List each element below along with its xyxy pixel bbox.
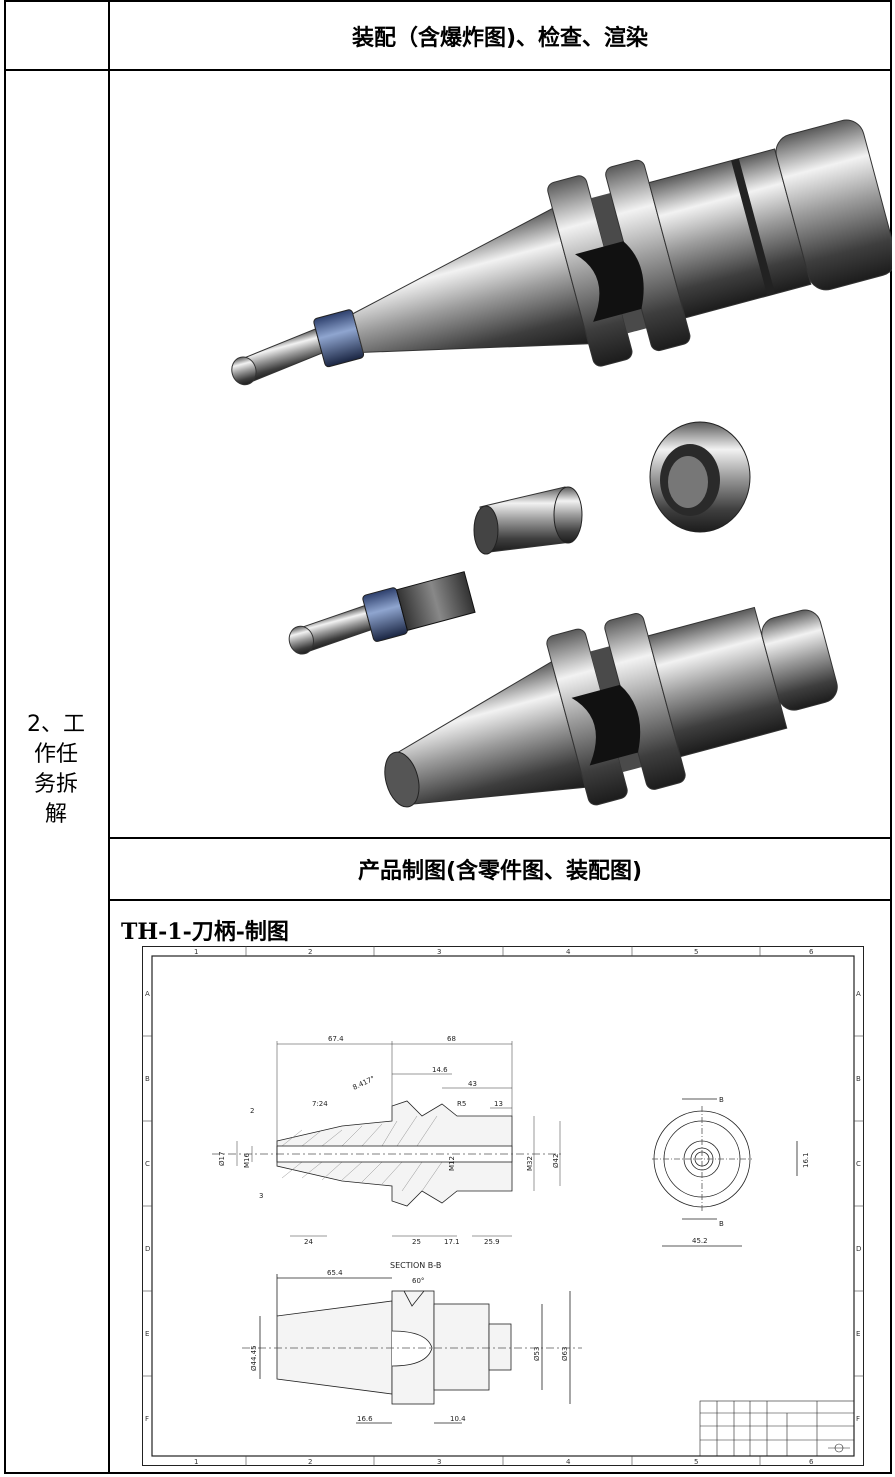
svg-text:60°: 60°	[412, 1277, 424, 1285]
row-mark: E	[145, 1330, 149, 1338]
svg-text:2: 2	[250, 1107, 254, 1115]
row-mark: B	[856, 1075, 861, 1083]
col-mark: 2	[308, 1458, 312, 1466]
col-mark: 4	[566, 1458, 571, 1466]
svg-text:R5: R5	[457, 1100, 466, 1108]
svg-text:Ø53: Ø53	[533, 1347, 541, 1361]
row-mark: F	[856, 1415, 860, 1423]
col-mark: 1	[194, 948, 198, 956]
row-label: 2、工 作任 务拆 解	[6, 710, 106, 830]
row-label-line: 作任	[33, 742, 78, 767]
column-divider	[108, 2, 110, 1472]
assembled-holder	[231, 119, 892, 386]
section-label: SECTION B-B	[390, 1261, 441, 1270]
exploded-nut	[649, 421, 751, 533]
exploded-collet	[473, 486, 583, 555]
tool-holder-render	[231, 119, 892, 808]
section-mark: B	[719, 1096, 724, 1104]
svg-text:3: 3	[259, 1192, 263, 1200]
row-divider	[108, 837, 890, 839]
svg-text:65.4: 65.4	[327, 1269, 343, 1277]
exploded-pull-stud	[288, 571, 476, 655]
row-mark: E	[856, 1330, 860, 1338]
exploded-holder-body	[384, 606, 838, 808]
svg-text:M32: M32	[526, 1156, 534, 1171]
row-label-line: 务拆	[33, 772, 78, 797]
row-mark: A	[856, 990, 861, 998]
row-label-line: 2、工	[27, 712, 85, 737]
svg-text:Ø44.45: Ø44.45	[250, 1345, 258, 1371]
row-mark: F	[145, 1415, 149, 1423]
row-mark: C	[856, 1160, 861, 1168]
section-title-assembly: 装配（含爆炸图)、检查、渲染	[351, 25, 649, 51]
title-block	[699, 1400, 855, 1457]
svg-text:25.9: 25.9	[484, 1238, 500, 1246]
svg-text:10.4: 10.4	[450, 1415, 466, 1423]
svg-text:Ø17: Ø17	[218, 1152, 226, 1166]
col-mark: 4	[566, 948, 571, 956]
svg-text:M12: M12	[448, 1156, 456, 1171]
section-mark: B	[719, 1220, 724, 1228]
col-mark: 5	[694, 948, 698, 956]
svg-text:43: 43	[468, 1080, 477, 1088]
svg-text:13: 13	[494, 1100, 503, 1108]
svg-text:Ø42: Ø42	[552, 1154, 560, 1168]
row-mark: D	[856, 1245, 861, 1253]
section-bb-view	[242, 1274, 582, 1424]
row-label-line: 解	[44, 802, 67, 827]
row-mark: A	[145, 990, 150, 998]
row-mark: C	[145, 1160, 150, 1168]
dimension-lines	[236, 1041, 561, 1237]
end-view	[652, 1098, 798, 1247]
row-mark: B	[145, 1075, 150, 1083]
row-divider	[108, 899, 890, 901]
col-mark: 6	[809, 948, 814, 956]
col-mark: 3	[437, 948, 441, 956]
col-mark: 5	[694, 1458, 698, 1466]
svg-text:16.1: 16.1	[802, 1152, 810, 1168]
main-section-view	[212, 1100, 562, 1207]
col-mark: 3	[437, 1458, 441, 1466]
svg-text:24: 24	[304, 1238, 313, 1246]
svg-text:25: 25	[412, 1238, 421, 1246]
section-title-drawing: 产品制图(含零件图、装配图)	[357, 859, 643, 884]
svg-text:16.6: 16.6	[357, 1415, 373, 1423]
col-mark: 1	[194, 1458, 198, 1466]
svg-text:68: 68	[447, 1035, 456, 1043]
col-mark: 2	[308, 948, 312, 956]
col-mark: 6	[809, 1458, 814, 1466]
drawing-heading: TH-1-刀柄-制图	[121, 919, 289, 945]
svg-text:14.6: 14.6	[432, 1066, 448, 1074]
svg-text:7:24: 7:24	[312, 1100, 328, 1108]
zone-ticks	[142, 946, 864, 1466]
document-table: 装配（含爆炸图)、检查、渲染 产品制图(含零件图、装配图) 2、工 作任 务拆 …	[4, 0, 892, 1474]
row-divider	[6, 69, 890, 71]
svg-text:67.4: 67.4	[328, 1035, 344, 1043]
svg-text:Ø63: Ø63	[561, 1347, 569, 1361]
row-mark: D	[145, 1245, 150, 1253]
svg-text:M16: M16	[243, 1153, 251, 1168]
engineering-drawing: 1 2 3 4 5 6 1 2 3 4 5 6 A B C D E F A B …	[142, 946, 864, 1466]
svg-text:45.2: 45.2	[692, 1237, 708, 1245]
svg-text:17.1: 17.1	[444, 1238, 460, 1246]
